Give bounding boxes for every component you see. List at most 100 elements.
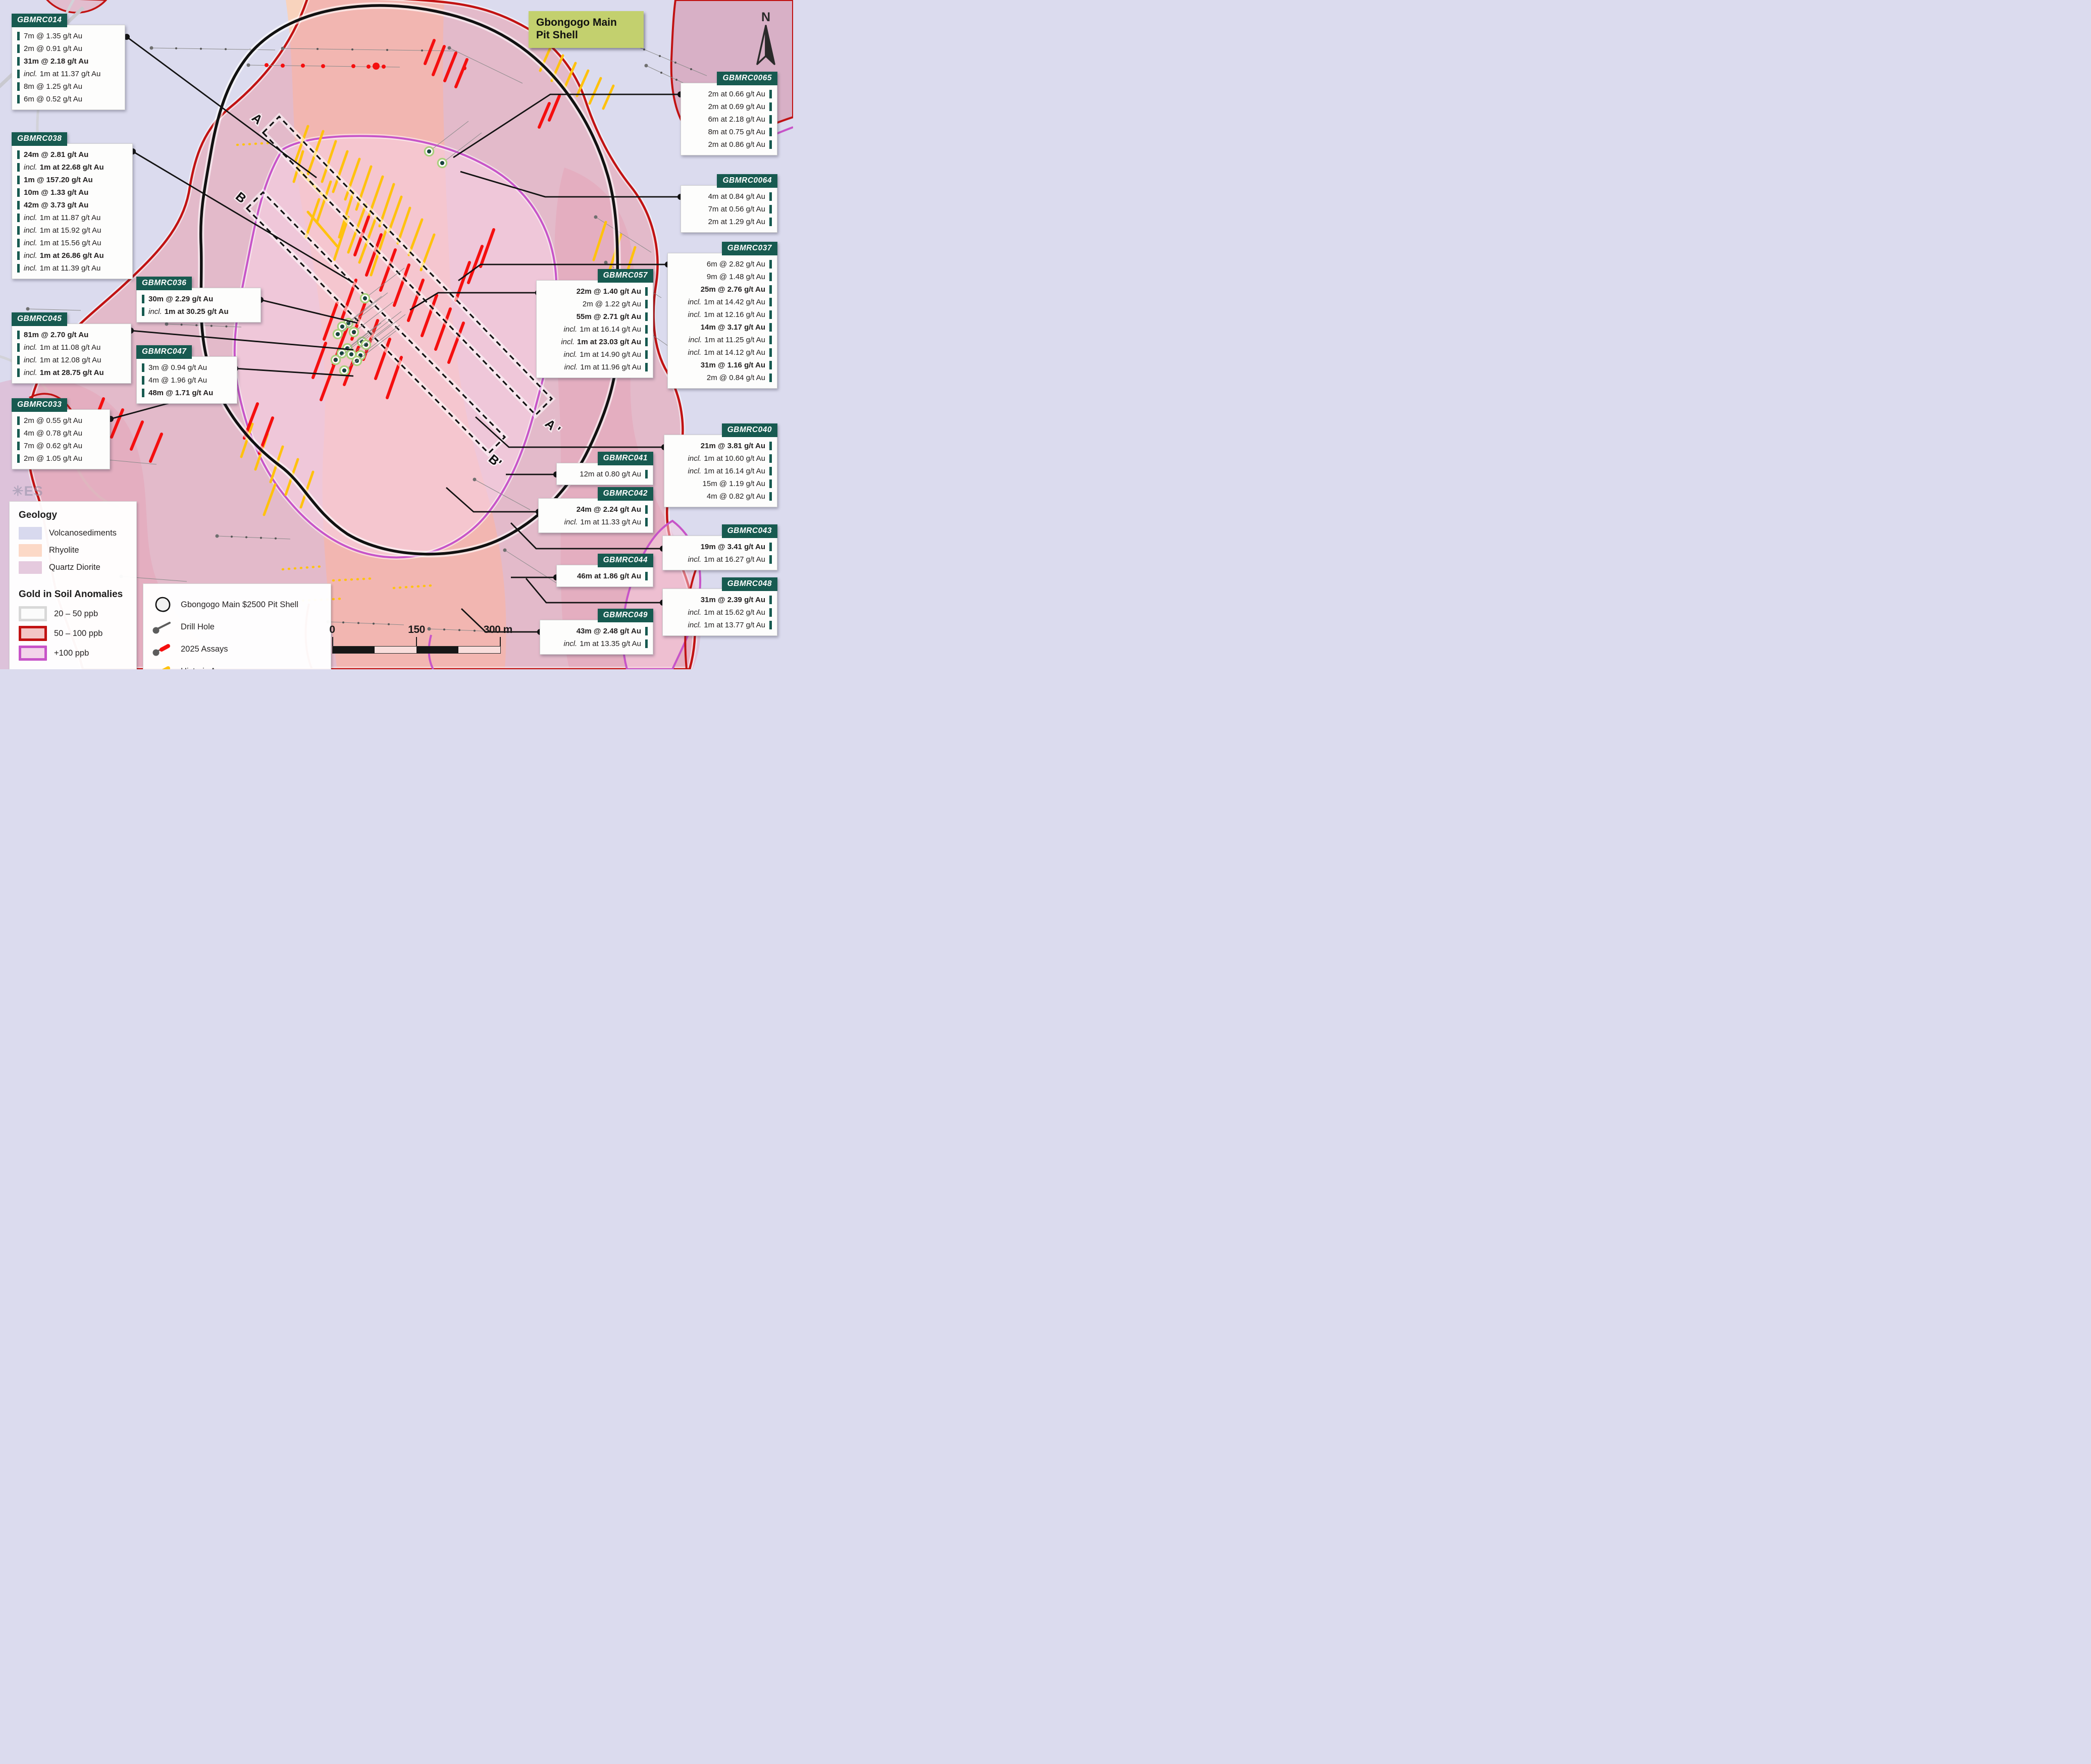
assay-text: incl.1m at 11.08 g/t Au xyxy=(24,343,126,352)
assay-text: 22m @ 1.40 g/t Au xyxy=(542,287,641,296)
assay-value: 1m at 30.25 g/t Au xyxy=(164,307,229,316)
leader-GBMRC049 xyxy=(461,608,540,633)
geology-legend-item: Quartz Diorite xyxy=(19,561,128,574)
assay-text: 4m @ 0.78 g/t Au xyxy=(24,429,104,438)
assay-text: incl.1m at 15.56 g/t Au xyxy=(24,239,127,247)
assay-text: incl.1m at 16.14 g/t Au xyxy=(542,325,641,334)
assay-text: 7m at 0.56 g/t Au xyxy=(686,205,765,213)
assay-text: incl.1m at 22.68 g/t Au xyxy=(24,163,127,172)
assay-historic-icon xyxy=(162,666,170,669)
assay-value: 2m at 1.29 g/t Au xyxy=(708,218,765,226)
assay-value: 1m at 11.39 g/t Au xyxy=(39,264,101,273)
assay-incl-label: incl. xyxy=(688,608,702,617)
assay-value: 81m @ 2.70 g/t Au xyxy=(24,331,89,339)
leader-GBMRC045 xyxy=(130,330,354,351)
assay-row: 42m @ 3.73 g/t Au xyxy=(17,199,127,211)
callout-header-GBMRC041: GBMRC041 xyxy=(597,452,653,465)
assay-text: 25m @ 2.76 g/t Au xyxy=(673,285,765,294)
assay-tick-icon xyxy=(17,239,20,247)
callout-header-GBMRC043: GBMRC043 xyxy=(721,524,777,538)
assay-value: 4m @ 1.96 g/t Au xyxy=(148,376,207,385)
callout-header-GBMRC037: GBMRC037 xyxy=(721,242,777,255)
assay-value: 1m at 11.25 g/t Au xyxy=(704,336,765,344)
assay-text: 8m at 0.75 g/t Au xyxy=(686,128,765,136)
map-title-line1: Gbongogo Main xyxy=(536,17,617,28)
callout-header-GBMRC0065: GBMRC0065 xyxy=(717,72,777,85)
legend-soil-heading: Gold in Soil Anomalies xyxy=(19,589,123,600)
assay-value: 19m @ 3.41 g/t Au xyxy=(700,543,765,551)
assay-incl-label: incl. xyxy=(24,226,37,235)
assay-value: 46m at 1.86 g/t Au xyxy=(577,572,641,580)
assay-value: 1m at 11.87 g/t Au xyxy=(39,213,101,222)
assay-text: 2m @ 1.22 g/t Au xyxy=(542,300,641,308)
scale-bar-segments xyxy=(332,646,501,654)
map-title-line2: Pit Shell xyxy=(536,29,578,41)
assay-text: 2m @ 0.91 g/t Au xyxy=(24,44,120,53)
assay-tick-icon xyxy=(17,44,20,53)
assay-tick-icon xyxy=(769,596,772,604)
map-title: Gbongogo Main Pit Shell xyxy=(529,11,644,48)
assay-incl-label: incl. xyxy=(24,368,37,377)
assay-tick-icon xyxy=(769,128,772,136)
assay-tick-icon xyxy=(769,608,772,617)
assay-text: 7m @ 0.62 g/t Au xyxy=(24,442,104,450)
assay-text: 15m @ 1.19 g/t Au xyxy=(669,479,765,488)
assay-incl-label: incl. xyxy=(563,325,578,334)
assay-value: 24m @ 2.81 g/t Au xyxy=(24,150,89,159)
assay-tick-icon xyxy=(769,555,772,564)
assay-row: 3m @ 0.94 g/t Au xyxy=(142,361,232,374)
assay-value: 1m @ 157.20 g/t Au xyxy=(24,176,93,184)
assay-row: incl.1m at 13.35 g/t Au xyxy=(545,637,648,650)
assay-tick-icon xyxy=(17,176,20,184)
assay-incl-label: incl. xyxy=(24,264,37,273)
assay-text: 2m @ 1.05 g/t Au xyxy=(24,454,104,463)
assay-tick-icon xyxy=(769,140,772,149)
assay-value: 1m at 13.77 g/t Au xyxy=(704,621,765,629)
assay-text: incl.1m at 11.25 g/t Au xyxy=(673,336,765,344)
callout-header-GBMRC040: GBMRC040 xyxy=(721,423,777,437)
assay-text: 4m @ 0.82 g/t Au xyxy=(669,492,765,501)
assay-value: 1m at 15.56 g/t Au xyxy=(39,239,101,247)
scale-tick-300: 300 m xyxy=(483,624,513,635)
leader-GBMRC0065 xyxy=(453,93,681,158)
assay-value: 31m @ 2.18 g/t Au xyxy=(24,57,89,66)
assay-text: 3m @ 0.94 g/t Au xyxy=(148,363,232,372)
assay-row: incl.1m at 11.25 g/t Au xyxy=(673,334,772,346)
assay-incl-label: incl. xyxy=(563,350,578,359)
assay-text: 24m @ 2.81 g/t Au xyxy=(24,150,127,159)
assay-value: 21m @ 3.81 g/t Au xyxy=(700,442,765,450)
assay-tick-icon xyxy=(769,323,772,332)
assay-tick-icon xyxy=(17,150,20,159)
watermark: ✳ES xyxy=(12,484,43,499)
geology-map: ABA 'B' xyxy=(0,0,793,669)
assay-tick-icon xyxy=(769,298,772,306)
assay-text: incl.1m at 11.96 g/t Au xyxy=(542,363,641,371)
assay-tick-icon xyxy=(769,310,772,319)
assay-tick-icon xyxy=(17,82,20,91)
assay-text: incl.1m at 11.33 g/t Au xyxy=(544,518,641,526)
assay-tick-icon xyxy=(769,102,772,111)
scale-bar-labels: 0 150 300 m xyxy=(329,624,512,637)
assay-incl-label: incl. xyxy=(561,338,574,346)
drill-collars-2025 xyxy=(330,121,482,376)
assay-incl-label: incl. xyxy=(24,239,37,247)
assay-row: 4m @ 0.78 g/t Au xyxy=(17,427,104,440)
leader-GBMRC0064 xyxy=(460,171,681,198)
assay-value: 1m at 14.12 g/t Au xyxy=(704,348,765,357)
assay-row: incl.1m at 13.77 g/t Au xyxy=(668,619,772,631)
assay-value: 4m at 0.84 g/t Au xyxy=(708,192,765,201)
assay-tick-icon xyxy=(645,505,648,514)
callout-body-GBMRC038: 24m @ 2.81 g/t Au incl.1m at 22.68 g/t Au… xyxy=(12,143,133,279)
assay-value: 42m @ 3.73 g/t Au xyxy=(24,201,89,209)
leader-GBMRC043 xyxy=(510,522,663,550)
assay-value: 31m @ 2.39 g/t Au xyxy=(700,596,765,604)
assay-row: 2m at 0.69 g/t Au xyxy=(686,100,772,113)
assay-text: 8m @ 1.25 g/t Au xyxy=(24,82,120,91)
assay-tick-icon xyxy=(645,363,648,371)
